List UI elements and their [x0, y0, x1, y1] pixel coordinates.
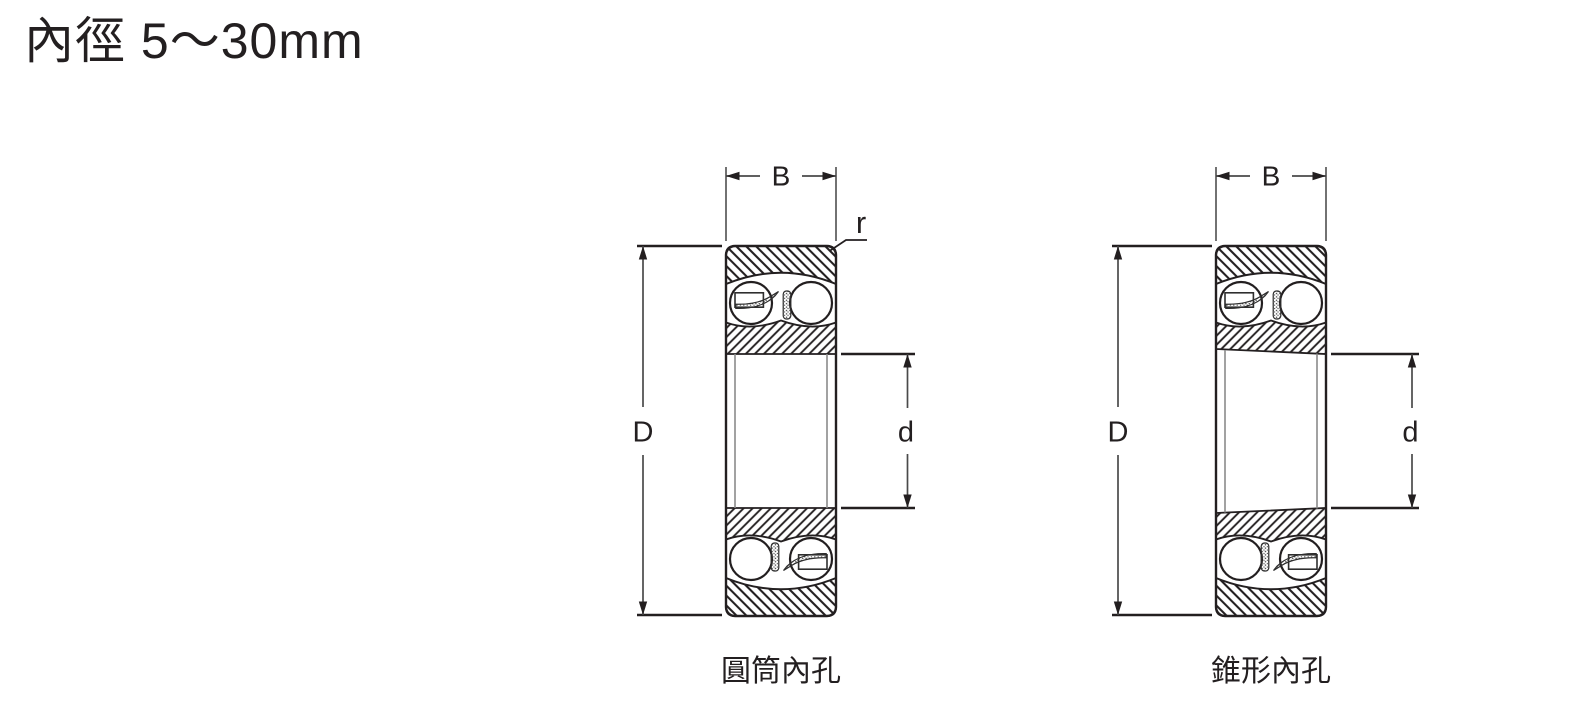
bore-diameter-dimension: d	[1331, 352, 1419, 510]
dim-label-B: B	[772, 161, 791, 192]
dim-label-B: B	[1262, 161, 1281, 192]
outer-diameter-dimension: D	[1108, 244, 1212, 617]
bearing-tapered-bore-diagram: B D d 錐形內孔	[1108, 161, 1419, 688]
dim-label-d: d	[898, 417, 914, 449]
corner-radius-callout: r	[829, 205, 867, 252]
width-dimension: B	[1215, 161, 1327, 241]
outer-diameter-dimension: D	[633, 244, 722, 617]
bearing-outline	[724, 244, 838, 618]
inner-ring-bottom-section-tapered	[1215, 507, 1327, 543]
bore-diameter-dimension: d	[841, 352, 915, 510]
diagram-caption: 錐形內孔	[1211, 655, 1331, 688]
inner-ring-bottom-section	[725, 507, 837, 543]
dim-label-r: r	[856, 205, 866, 240]
width-dimension: B	[725, 161, 837, 241]
bearing-cylindrical-bore-diagram: B r D d 圓筒內孔	[633, 161, 915, 688]
inner-ring-top-section	[725, 319, 837, 355]
page-title: 內徑 5～30mm	[24, 13, 364, 69]
leader-line	[829, 239, 867, 252]
inner-ring-top-section-tapered	[1215, 319, 1327, 355]
dim-label-d: d	[1402, 417, 1418, 449]
dim-label-D: D	[633, 417, 654, 449]
diagram-caption: 圓筒內孔	[721, 655, 841, 688]
dim-label-D: D	[1108, 417, 1129, 449]
bearing-outline	[1214, 244, 1328, 618]
